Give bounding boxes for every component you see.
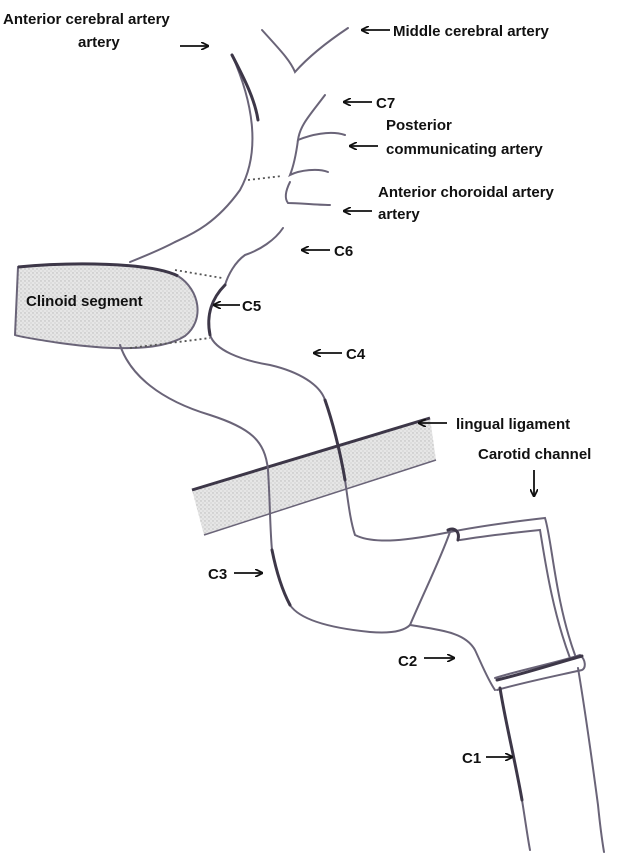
trunk-segment-c6 (225, 228, 283, 285)
label-lingual-ligament: lingual ligament (456, 416, 570, 433)
c3-left-wall (272, 550, 410, 633)
accent-c3 (272, 550, 290, 605)
c3-inner-wall (410, 532, 450, 625)
label-c3: C3 (208, 566, 227, 583)
lingual-ligament-band (192, 418, 436, 535)
c5-curve (209, 285, 325, 400)
label-anterior-choroidal-line1: Anterior choroidal artery (378, 184, 555, 201)
label-c7: C7 (376, 95, 395, 112)
trunk-left-wall (130, 242, 175, 262)
pointer-arrows (180, 30, 534, 757)
label-anterior-choroidal-line2: artery (378, 206, 420, 223)
label-carotid-channel: Carotid channel (478, 446, 591, 463)
accent-c5 (209, 285, 225, 335)
accent-ring (497, 656, 582, 680)
trunk-segment-choroidal (286, 182, 330, 205)
label-middle-cerebral: Middle cerebral artery (393, 23, 550, 40)
dotted-upper (248, 176, 282, 180)
label-posterior-communicating-line1: Posterior (386, 117, 452, 134)
label-clinoid-segment: Clinoid segment (26, 293, 143, 310)
accent-c1 (500, 688, 522, 800)
label-c5: C5 (242, 298, 261, 315)
acha-upper-left (262, 28, 348, 72)
c1-right-wall (578, 668, 604, 852)
label-c1: C1 (462, 750, 481, 767)
anterior-cerebral-left-wall (175, 55, 252, 242)
label-c4: C4 (346, 346, 366, 363)
label-c6: C6 (334, 243, 353, 260)
label-anterior-cerebral-line1: Anterior cerebral artery (3, 11, 170, 28)
label-posterior-communicating-line2: communicating artery (386, 141, 543, 158)
petrous-inner-upper (460, 530, 570, 658)
trunk-segment-c7 (290, 140, 328, 175)
label-c2: C2 (398, 653, 417, 670)
dotted-mid (175, 270, 222, 278)
trunk-right-upper (298, 95, 345, 140)
label-anterior-cerebral-line2: artery (78, 34, 120, 51)
